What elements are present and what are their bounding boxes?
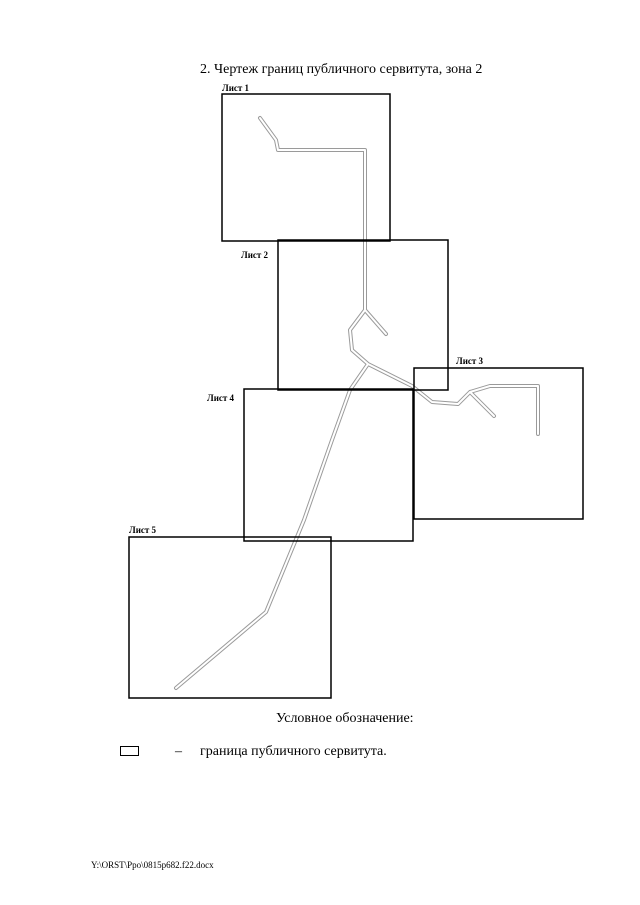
sheet-2-frame xyxy=(277,239,449,391)
footer-file-path: Y:\ORST\Ppo\0815p682.f22.docx xyxy=(91,860,214,870)
sheet-3-label: Лист 3 xyxy=(456,356,484,366)
corridor-inner xyxy=(175,117,539,689)
legend-item-label: граница публичного сервитута. xyxy=(200,744,387,759)
legend-item: – граница публичного сервитута. xyxy=(120,744,520,764)
sheet-3-frame xyxy=(413,367,584,520)
sheet-2-label: Лист 2 xyxy=(241,250,269,260)
corridor-outline xyxy=(174,116,540,690)
sheet-4-label: Лист 4 xyxy=(207,393,235,403)
sheet-4-frame xyxy=(243,388,414,542)
sheet-1-frame xyxy=(221,93,391,242)
servitude-corridor xyxy=(174,116,540,690)
sheet-1-label: Лист 1 xyxy=(222,83,250,93)
page-title: 2. Чертеж границ публичного сервитута, з… xyxy=(200,62,483,77)
legend-dash: – xyxy=(175,744,182,759)
legend-title: Условное обозначение: xyxy=(276,711,414,726)
sheet-5-label: Лист 5 xyxy=(129,525,157,535)
legend-rectangle-icon xyxy=(120,746,139,756)
sheet-5-frame xyxy=(128,536,332,699)
